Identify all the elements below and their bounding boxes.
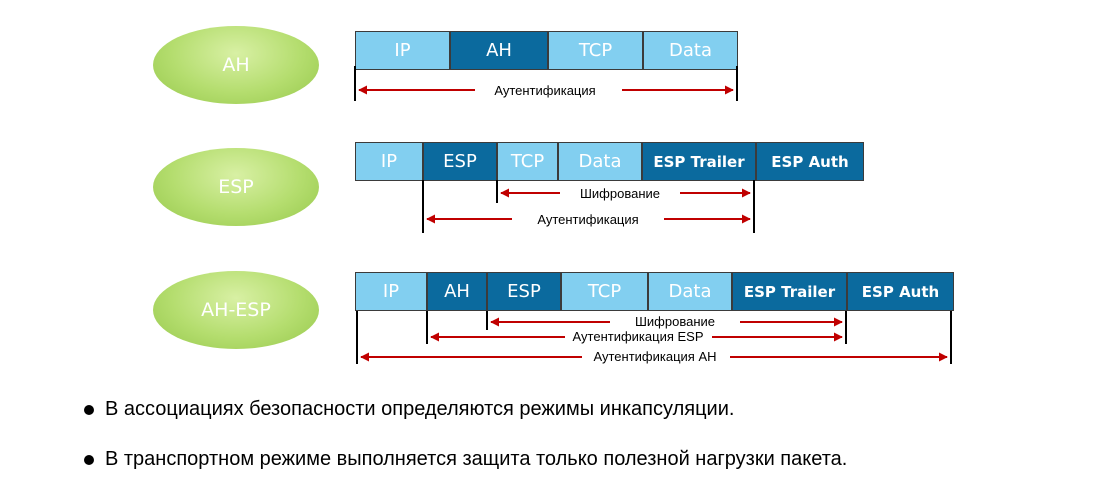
esp-oval-label: ESP	[218, 176, 254, 198]
esp-auth-label: Аутентификация	[537, 212, 638, 227]
bullet-1: В ассоциациях безопасности определяются …	[84, 398, 734, 421]
esp-field-esp: ESP	[423, 142, 497, 181]
esp-field-data: Data	[558, 142, 642, 181]
ahesp-enc-label: Шифрование	[635, 314, 715, 329]
ah-esp-field-tcp: TCP	[561, 272, 648, 311]
ah-esp-field-ah: AH	[427, 272, 487, 311]
ah-esp-field-ip: IP	[355, 272, 427, 311]
bullet-2-text: В транспортном режиме выполняется защита…	[105, 448, 848, 470]
esp-field-esp-auth: ESP Auth	[756, 142, 864, 181]
ah-esp-field-esp: ESP	[487, 272, 561, 311]
ah-esp-packet: IP AH ESP TCP Data ESP Trailer ESP Auth	[355, 272, 954, 311]
bullet-dot-icon	[84, 454, 94, 465]
ah-esp-field-esp-auth: ESP Auth	[847, 272, 954, 311]
ah-esp-field-data: Data	[648, 272, 732, 311]
ah-packet: IP AH TCP Data	[355, 31, 738, 70]
ah-field-ah: AH	[450, 31, 548, 70]
esp-enc-label: Шифрование	[580, 186, 660, 201]
ahesp-ah-auth-label: Аутентификация AH	[593, 349, 716, 364]
ah-esp-oval-label: AH-ESP	[201, 299, 271, 321]
ahesp-esp-auth-label: Аутентификация ESP	[573, 329, 704, 344]
ah-oval-label: AH	[222, 54, 250, 76]
esp-field-tcp: TCP	[497, 142, 558, 181]
esp-oval: ESP	[153, 148, 319, 226]
esp-field-ip: IP	[355, 142, 423, 181]
esp-field-esp-trailer: ESP Trailer	[642, 142, 756, 181]
ah-auth-label: Аутентификация	[494, 83, 595, 98]
ah-field-ip: IP	[355, 31, 450, 70]
ah-oval: AH	[153, 26, 319, 104]
esp-packet: IP ESP TCP Data ESP Trailer ESP Auth	[355, 142, 864, 181]
bullet-dot-icon	[84, 404, 94, 415]
ah-esp-field-esp-trailer: ESP Trailer	[732, 272, 847, 311]
ah-field-tcp: TCP	[548, 31, 643, 70]
ah-esp-oval: AH-ESP	[153, 271, 319, 349]
ah-field-data: Data	[643, 31, 738, 70]
bullet-2: В транспортном режиме выполняется защита…	[84, 448, 847, 471]
bullet-1-text: В ассоциациях безопасности определяются …	[105, 398, 735, 420]
